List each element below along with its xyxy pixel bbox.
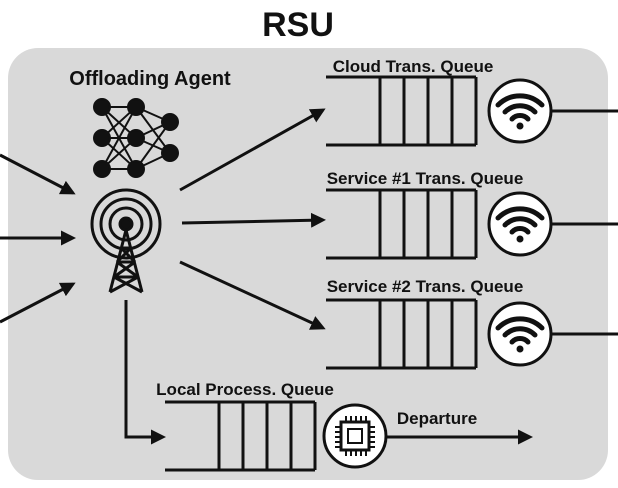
incoming-arrow-top [0,153,76,195]
diagram-title: RSU [262,6,334,44]
departure-label: Departure [397,409,477,428]
service2-queue-label: Service #2 Trans. Queue [327,277,524,296]
arrow-to-cloud-queue [179,108,326,192]
agent-label: Offloading Agent [69,68,231,90]
antenna-tower-icon [90,188,162,294]
service1-queue-label: Service #1 Trans. Queue [327,169,524,188]
service1-wifi-icon [489,193,551,255]
arrow-to-service2-queue [179,260,326,330]
rsu-panel [8,48,608,480]
neural-network-icon [93,98,179,178]
incoming-arrow-bottom [0,282,76,324]
service2-wifi-icon [489,303,551,365]
arrow-to-service1-queue [181,212,326,228]
cpu-chip-icon [322,403,388,469]
cloud-wifi-icon [489,80,551,142]
arrow-to-local-queue [124,300,166,445]
cloud-queue-label: Cloud Trans. Queue [333,57,494,76]
local-queue-label: Local Process. Queue [156,380,334,399]
